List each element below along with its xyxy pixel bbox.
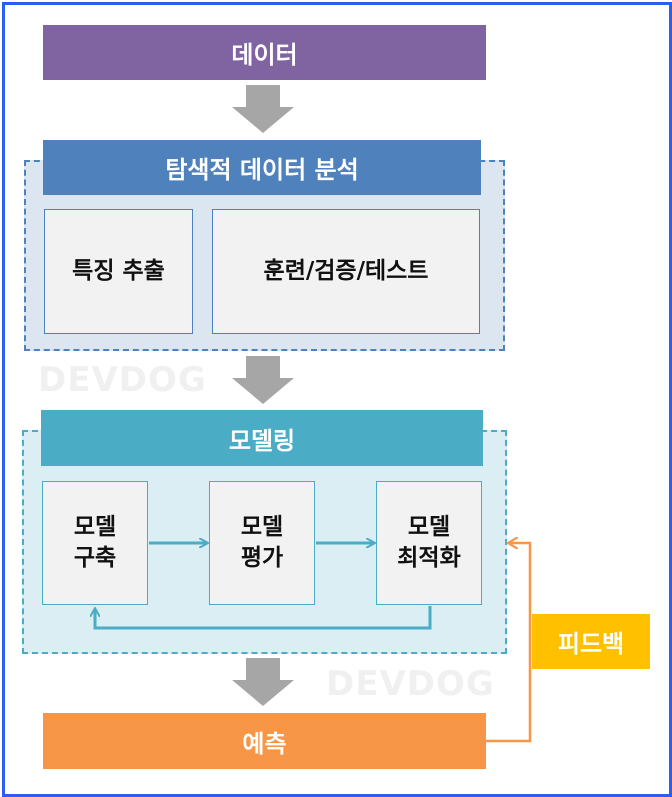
prediction-stage: 예측 [43, 713, 486, 769]
data-stage-label: 데이터 [231, 41, 298, 69]
train-validate-test-label: 훈련/검증/테스트 [263, 258, 429, 284]
model-build-label-line1: 모델 [73, 514, 117, 540]
feedback-loop-arrow [486, 543, 532, 743]
watermark: DEVDOG [38, 360, 207, 400]
feature-extraction-box: 특징 추출 [44, 209, 193, 334]
model-evaluate-box: 모델 평가 [209, 481, 315, 605]
data-stage: 데이터 [43, 25, 486, 80]
train-validate-test-box: 훈련/검증/테스트 [212, 209, 480, 334]
watermark: DEVDOG [326, 664, 495, 704]
feedback-label-box: 피드백 [532, 614, 650, 669]
model-build-label-line2: 구축 [73, 545, 117, 571]
down-arrow-icon [232, 658, 294, 706]
eda-stage-header: 탐색적 데이터 분석 [43, 140, 481, 195]
down-arrow-icon [232, 356, 294, 404]
eda-stage-title: 탐색적 데이터 분석 [165, 156, 359, 184]
model-evaluate-label-line2: 평가 [240, 545, 284, 571]
model-optimize-box: 모델 최적화 [376, 481, 482, 605]
modeling-stage-header: 모델링 [41, 410, 483, 466]
feature-extraction-label: 특징 추출 [72, 258, 165, 284]
model-optimize-label-line1: 모델 [407, 514, 451, 540]
model-optimize-label-line2: 최적화 [397, 545, 461, 571]
model-build-box: 모델 구축 [42, 481, 148, 605]
feedback-label: 피드백 [557, 630, 625, 658]
model-evaluate-label-line1: 모델 [240, 514, 284, 540]
prediction-stage-label: 예측 [242, 729, 287, 758]
modeling-stage-title: 모델링 [228, 426, 296, 455]
down-arrow-icon [232, 85, 294, 133]
optimize-to-build-loop-arrow [95, 606, 432, 630]
